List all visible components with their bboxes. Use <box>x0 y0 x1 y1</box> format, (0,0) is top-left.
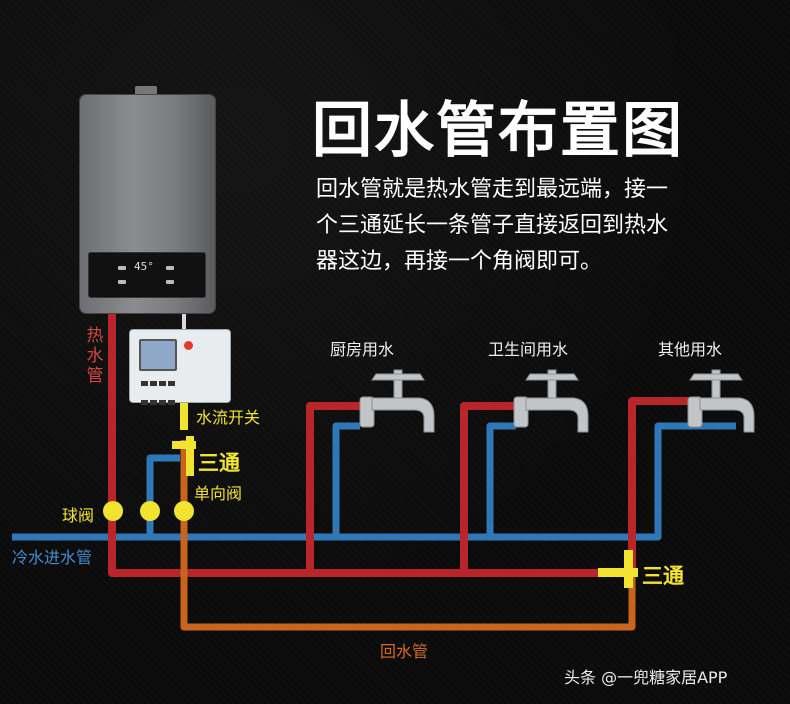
ball-valve-cold <box>140 501 160 521</box>
cold-branch-bathroom <box>486 422 516 537</box>
controller-logo-icon <box>184 341 193 350</box>
hot-branch-bathroom <box>460 402 516 573</box>
heater-button <box>166 266 174 270</box>
heater-button <box>166 280 174 284</box>
tee-top-label: 三通 <box>198 451 240 475</box>
bathroom-label: 卫生间用水 <box>488 340 569 359</box>
flow-switch-label: 水流开关 <box>196 408 261 427</box>
watermark: 头条 @一兜糖家居APP <box>564 668 728 687</box>
return-pipe-label: 回水管 <box>380 642 429 661</box>
ball-valve-label: 球阀 <box>62 506 95 525</box>
cold-branch-heater <box>146 454 180 537</box>
cold-inlet-label: 冷水进水管 <box>12 548 93 567</box>
tee-bottom-label: 三通 <box>642 564 684 588</box>
heater-button <box>118 280 126 284</box>
other-use-label: 其他用水 <box>658 340 723 359</box>
tee-bottom-fitting <box>598 550 638 588</box>
faucet-bathroom-icon <box>513 369 589 433</box>
hot-pipe-label: 热水管 <box>86 326 104 386</box>
ball-valve-return <box>174 501 194 521</box>
ball-valve-hot <box>103 501 123 521</box>
heater-display: 45° <box>134 260 154 273</box>
description-text: 回水管就是热水管走到最远端，接一个三通延长一条管子直接返回到热水器这边，再接一个… <box>316 177 669 274</box>
heater-button <box>118 266 126 270</box>
cold-water-main-pipe <box>12 422 736 541</box>
return-pipe <box>180 440 636 631</box>
cold-branch-kitchen <box>332 422 360 537</box>
controller-screen <box>139 339 177 371</box>
controller-keypad <box>140 372 176 405</box>
tee-top-fitting <box>172 436 196 476</box>
faucet-kitchen-icon <box>359 369 435 433</box>
kitchen-label: 厨房用水 <box>330 340 395 359</box>
check-valve-label: 单向阀 <box>194 484 243 503</box>
heater-control-panel <box>88 252 206 298</box>
hot-branch-kitchen <box>306 402 362 573</box>
page-title: 回水管布置图 <box>312 96 684 166</box>
faucet-other-icon <box>687 369 755 433</box>
